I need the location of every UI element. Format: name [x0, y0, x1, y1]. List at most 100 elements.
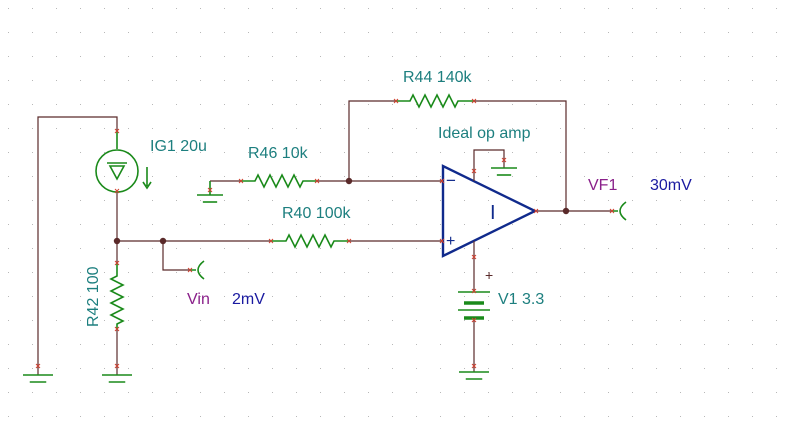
grid-dot	[296, 368, 297, 369]
grid-dot	[176, 392, 177, 393]
resistor-r46[interactable]	[240, 173, 318, 189]
grid-dot	[8, 176, 9, 177]
grid-dot	[128, 128, 129, 129]
grid-dot	[8, 344, 9, 345]
grid-dot	[440, 320, 441, 321]
grid-dots	[8, 8, 777, 417]
grid-dot	[488, 56, 489, 57]
grid-dot	[728, 368, 729, 369]
grid-dot	[704, 56, 705, 57]
labels: R44 140k Ideal op amp IG1 20u R46 10k R4…	[85, 69, 692, 327]
vin-probe-icon[interactable]	[190, 260, 205, 280]
grid-dot	[728, 80, 729, 81]
grid-dot	[80, 56, 81, 57]
grid-dot	[608, 32, 609, 33]
grid-dot	[584, 200, 585, 201]
grid-dot	[8, 272, 9, 273]
grid-dot	[224, 344, 225, 345]
grid-dot	[344, 152, 345, 153]
grid-dot	[680, 152, 681, 153]
grid-dot	[296, 392, 297, 393]
grid-dot	[608, 8, 609, 9]
grid-dot	[632, 344, 633, 345]
grid-dot	[488, 344, 489, 345]
grid-dot	[464, 296, 465, 297]
grid-dot	[584, 32, 585, 33]
current-source-ig1[interactable]	[95, 130, 152, 193]
grid-dot	[704, 32, 705, 33]
grid-dot	[272, 200, 273, 201]
grid-dot	[272, 176, 273, 177]
grid-dot	[464, 224, 465, 225]
grid-dot	[392, 32, 393, 33]
grid-dot	[512, 128, 513, 129]
grid-dot	[560, 80, 561, 81]
grid-dot	[296, 152, 297, 153]
grid-dot	[584, 8, 585, 9]
op-amp[interactable]	[441, 164, 538, 258]
grid-dot	[200, 56, 201, 57]
grid-dot	[776, 296, 777, 297]
grid-dot	[56, 224, 57, 225]
grid-dot	[536, 8, 537, 9]
resistor-r42[interactable]	[109, 262, 125, 330]
grid-dot	[416, 104, 417, 105]
ig1-body	[95, 149, 139, 193]
grid-dot	[680, 56, 681, 57]
grid-dot	[776, 392, 777, 393]
grid-dot	[344, 8, 345, 9]
grid-dot	[392, 416, 393, 417]
grid-dot	[296, 224, 297, 225]
grid-dot	[56, 176, 57, 177]
grid-dot	[656, 32, 657, 33]
grid-dot	[416, 344, 417, 345]
grid-dot	[296, 200, 297, 201]
grid-dot	[200, 368, 201, 369]
grid-dot	[584, 416, 585, 417]
grid-dot	[752, 224, 753, 225]
grid-dot	[296, 344, 297, 345]
grid-dot	[32, 32, 33, 33]
grid-dot	[104, 368, 105, 369]
battery-v1[interactable]	[458, 291, 490, 320]
pin-marker	[501, 157, 507, 163]
resistor-r40[interactable]	[270, 233, 350, 249]
grid-dot	[752, 104, 753, 105]
grid-dot	[368, 32, 369, 33]
grid-dot	[752, 416, 753, 417]
grid-dot	[80, 248, 81, 249]
grid-dot	[320, 224, 321, 225]
grid-dot	[176, 248, 177, 249]
wire-vin-branch	[162, 241, 190, 271]
grid-dot	[512, 368, 513, 369]
pin-marker	[35, 363, 41, 369]
grid-dot	[56, 128, 57, 129]
grid-dot	[560, 416, 561, 417]
grid-dot	[8, 128, 9, 129]
grid-dot	[488, 248, 489, 249]
grid-dot	[32, 416, 33, 417]
grid-dot	[224, 104, 225, 105]
pin-marker	[346, 238, 352, 244]
grid-dot	[728, 296, 729, 297]
grid-dot	[200, 320, 201, 321]
grid-dot	[728, 8, 729, 9]
pin-marker	[393, 98, 399, 104]
grid-dot	[368, 128, 369, 129]
grid-dot	[632, 272, 633, 273]
resistor-r44[interactable]	[395, 93, 475, 109]
grid-dot	[608, 344, 609, 345]
grid-dot	[440, 344, 441, 345]
grid-dot	[440, 80, 441, 81]
vf1-probe-icon[interactable]	[612, 201, 627, 221]
grid-dot	[752, 128, 753, 129]
grid-dot	[320, 56, 321, 57]
grid-dot	[104, 56, 105, 57]
r42-label: R42 100	[85, 266, 102, 327]
vf1-probe-name: VF1	[588, 177, 617, 194]
grid-dot	[728, 320, 729, 321]
opamp-ideal-mark: I	[490, 202, 496, 224]
grid-dot	[728, 416, 729, 417]
grid-dot	[104, 128, 105, 129]
grid-dot	[344, 32, 345, 33]
